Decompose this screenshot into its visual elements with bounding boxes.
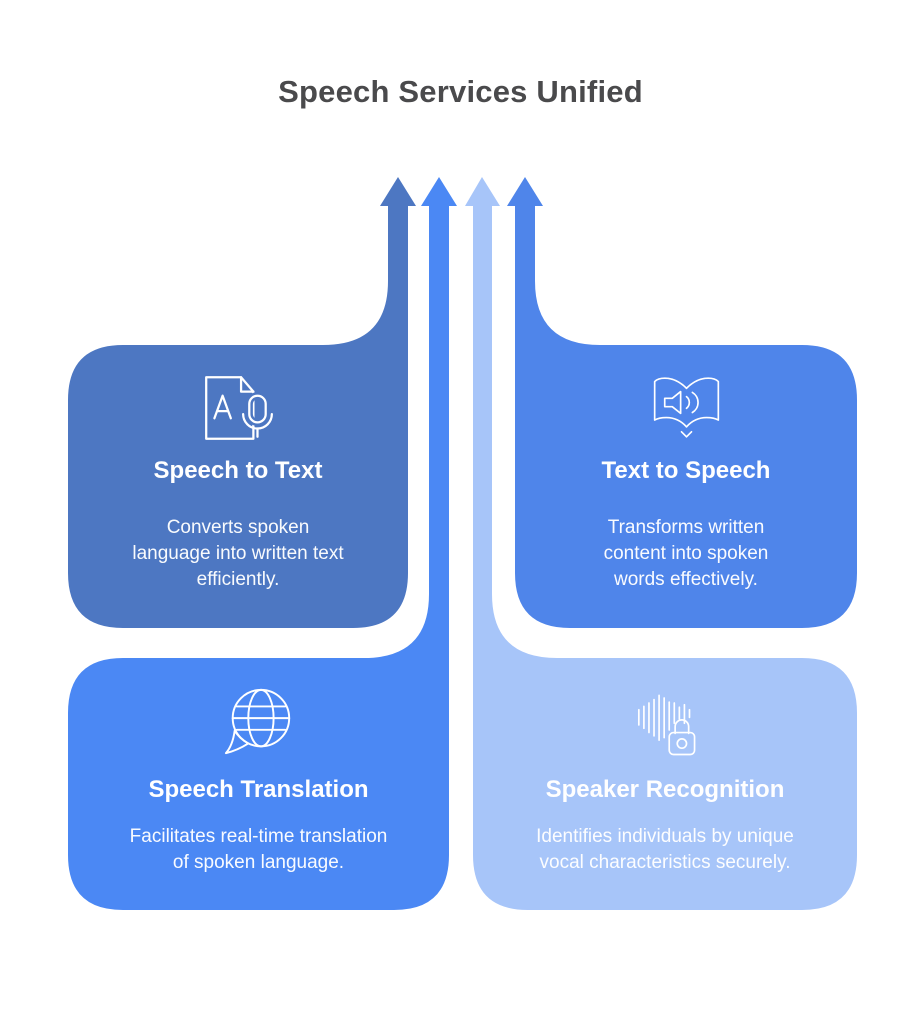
card-description: Transforms written content into spoken w… (603, 517, 769, 590)
document-microphone-icon (198, 371, 278, 443)
card-title: Text to Speech (601, 457, 771, 484)
card-title: Speaker Recognition (545, 776, 785, 803)
card-description: Converts spoken language into written te… (132, 517, 344, 590)
card-speaker-recognition: Speaker Recognition Identifies individua… (473, 658, 857, 910)
page-title: Speech Services Unified (278, 74, 643, 109)
globe-chat-bubble-icon (222, 686, 296, 758)
card-speech-translation: Speech Translation Facilitates real-time… (68, 658, 449, 910)
card-title: Speech Translation (148, 776, 369, 803)
card-description: Identifies individuals by unique vocal c… (536, 826, 794, 873)
voice-waveform-lock-icon (627, 686, 703, 758)
card-speech-to-text: Speech to Text Converts spoken language … (68, 345, 408, 628)
card-description: Facilitates real-time translation of spo… (129, 826, 388, 873)
card-title: Speech to Text (153, 457, 323, 484)
flow-shape-text-to-speech (507, 177, 857, 628)
book-speaker-icon (646, 371, 727, 443)
card-text-to-speech: Text to Speech Transforms written conten… (515, 345, 857, 628)
flow-shape-speech-to-text (68, 177, 416, 628)
flow-shape-speaker-recognition (465, 177, 857, 910)
flow-shape-speech-translation (68, 177, 457, 910)
